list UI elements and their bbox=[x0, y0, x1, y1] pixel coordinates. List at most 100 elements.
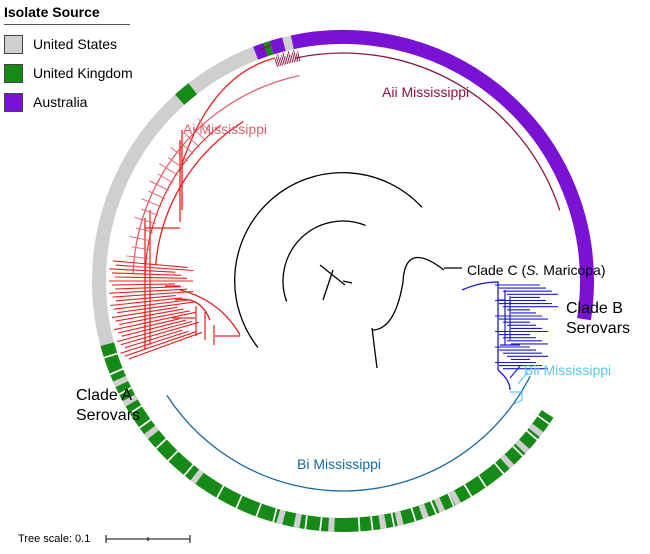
ring-us-segment bbox=[190, 469, 204, 485]
ring-divider bbox=[255, 503, 262, 517]
ai-leaf bbox=[197, 118, 213, 136]
legend-title: Isolate Source bbox=[4, 4, 130, 25]
isolate-source-ring bbox=[92, 29, 595, 532]
ring-divider bbox=[410, 507, 417, 522]
ring-divider bbox=[477, 475, 487, 488]
clade-c-label: Clade C (S. Maricopa) bbox=[467, 262, 606, 278]
clade-c-arc bbox=[402, 256, 445, 283]
clade-a-leaf bbox=[115, 308, 184, 322]
clade-b-branch bbox=[509, 365, 521, 379]
legend-label-australia: Australia bbox=[33, 94, 88, 110]
ring-us-segment bbox=[528, 423, 544, 437]
clade-a-leaf bbox=[112, 290, 194, 298]
ring-us-segment bbox=[378, 514, 387, 530]
clade-a-leaf bbox=[128, 331, 203, 360]
legend-label-united-kingdom: United Kingdom bbox=[33, 65, 133, 81]
clade-a-leaf bbox=[109, 268, 176, 273]
clade-b-stem bbox=[461, 281, 499, 370]
ai-leaf bbox=[134, 216, 156, 225]
ai-leaf bbox=[157, 173, 174, 184]
clade-b-branch bbox=[497, 369, 511, 391]
clade-a-branch bbox=[179, 57, 276, 171]
bii-branch bbox=[510, 391, 523, 405]
clade-a-leaf bbox=[114, 276, 188, 279]
ai-mississippi-label: Ai Mississippi bbox=[183, 121, 267, 137]
ring-divider bbox=[216, 485, 225, 499]
backbone-stub bbox=[319, 264, 346, 286]
ring-divider bbox=[526, 430, 538, 441]
backbone-branch bbox=[371, 327, 378, 369]
clade-a-label-line1: Clade A bbox=[76, 387, 132, 404]
australia-swatch bbox=[4, 92, 23, 112]
aii-leaf bbox=[290, 54, 294, 63]
united-states-swatch bbox=[4, 34, 23, 54]
aii-leaf bbox=[275, 56, 280, 67]
clade-a-leaf bbox=[124, 329, 183, 349]
aii-leaf bbox=[274, 58, 278, 67]
ring-segment bbox=[100, 342, 554, 532]
ai-leaf bbox=[129, 235, 152, 242]
ring-us-segment bbox=[113, 375, 129, 388]
clade-a-leaf bbox=[111, 306, 178, 319]
bii-mississippi-label: Bii Mississippi bbox=[524, 362, 611, 378]
ring-segment bbox=[282, 35, 294, 52]
ring-segment bbox=[92, 94, 185, 282]
clade-c-species: Maricopa) bbox=[539, 262, 605, 278]
ai-leaf bbox=[131, 246, 150, 251]
aii-leaf bbox=[277, 54, 282, 66]
aii-arc bbox=[295, 52, 561, 211]
ring-us-segment bbox=[293, 513, 302, 529]
ring-us-segment bbox=[515, 439, 530, 454]
aii-leaf bbox=[281, 55, 285, 65]
ring-divider bbox=[537, 415, 550, 425]
bi-mississippi-label: Bi Mississippi bbox=[297, 456, 381, 472]
ring-divider bbox=[129, 405, 142, 415]
ring-divider bbox=[103, 352, 118, 359]
ring-divider bbox=[167, 450, 179, 462]
isolate-source-legend: Isolate Source United States United King… bbox=[4, 4, 164, 112]
ring-divider bbox=[138, 418, 152, 429]
ai-leaf bbox=[141, 208, 159, 216]
clade-a-leaf bbox=[124, 331, 196, 357]
clade-a-leaf bbox=[112, 260, 188, 268]
ring-divider bbox=[155, 438, 167, 450]
ai-leaf bbox=[159, 163, 179, 176]
clade-a-leaf bbox=[117, 301, 195, 314]
aii-mississippi-label: Aii Mississippi bbox=[382, 84, 469, 100]
clade-a-leaf bbox=[113, 311, 197, 331]
ring-divider bbox=[430, 500, 438, 515]
clade-a-leaf bbox=[120, 330, 190, 354]
ai-leaf bbox=[135, 227, 154, 233]
aii-leaf bbox=[286, 53, 290, 64]
ring-divider bbox=[512, 445, 524, 457]
bi-arc bbox=[166, 376, 531, 492]
ring-us-segment bbox=[434, 497, 446, 513]
united-kingdom-swatch bbox=[4, 63, 23, 83]
tree-scale-bar bbox=[105, 535, 191, 543]
ai-leaf bbox=[179, 141, 194, 155]
ring-segment bbox=[290, 29, 594, 282]
ring-segment bbox=[577, 280, 595, 321]
clade-a-leaf bbox=[115, 264, 194, 272]
clade-a-leaf bbox=[120, 321, 199, 346]
legend-label-united-states: United States bbox=[33, 36, 118, 52]
aii-leaf bbox=[297, 51, 301, 62]
ring-segment bbox=[175, 83, 198, 105]
clade-a-leaf bbox=[115, 286, 182, 290]
ai-leaf bbox=[192, 127, 207, 142]
aii-stem bbox=[259, 44, 272, 51]
clade-a-leaf bbox=[113, 299, 189, 310]
ai-leaf bbox=[141, 198, 162, 208]
ai-leaf bbox=[129, 265, 148, 268]
tree-scale-label: Tree scale: 0.1 bbox=[18, 533, 91, 545]
ring-segment bbox=[269, 37, 286, 55]
clade-a-leaf bbox=[112, 272, 182, 276]
clade-a-leaf bbox=[121, 319, 186, 337]
backbone-root bbox=[342, 280, 353, 284]
ring-divider bbox=[183, 464, 194, 476]
aii-leaf bbox=[291, 52, 295, 63]
clade-a-leaf bbox=[117, 318, 180, 334]
ai-leaf bbox=[148, 190, 166, 200]
clade-a-branch bbox=[179, 289, 241, 336]
ring-segment bbox=[263, 40, 274, 57]
